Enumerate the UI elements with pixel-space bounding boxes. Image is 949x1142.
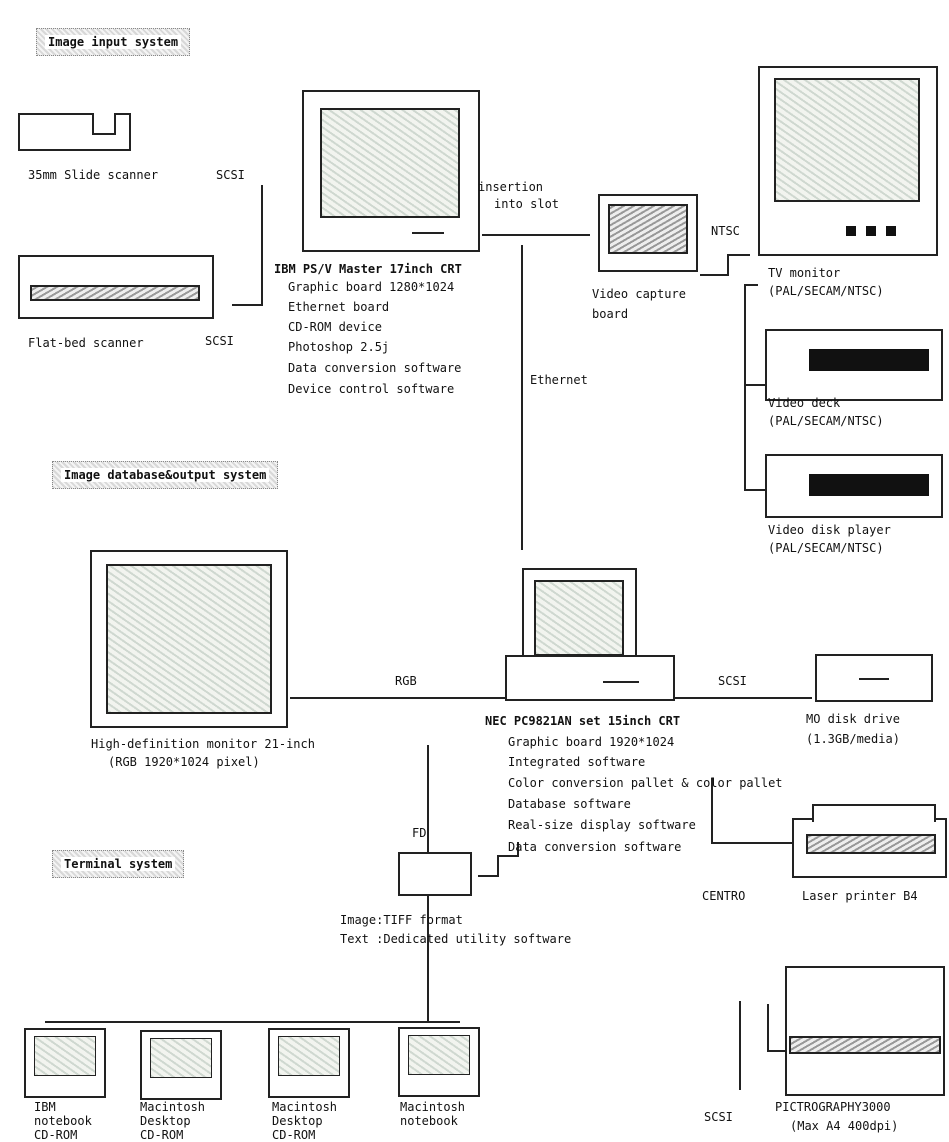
rgb-label: RGB <box>395 674 417 688</box>
fd-label: FD <box>412 826 427 840</box>
nec-pc-spec: Integrated software <box>508 755 646 769</box>
nec-pc-monitor-icon <box>522 568 637 670</box>
slide-scanner-icon <box>18 113 131 151</box>
slide-scanner-scsi-label: SCSI <box>216 168 245 182</box>
floppy-disk-icon <box>398 852 472 896</box>
video-disk-label-2: (PAL/SECAM/NTSC) <box>768 541 884 555</box>
ibm-pc-monitor-icon <box>302 90 480 252</box>
ibm-pc-title: IBM PS/V Master 17inch CRT <box>274 262 462 276</box>
video-deck-icon <box>765 329 943 401</box>
hd-monitor-label-2: (RGB 1920*1024 pixel) <box>108 755 260 769</box>
nec-pc-title: NEC PC9821AN set 15inch CRT <box>485 714 681 728</box>
pictro-scsi-line <box>767 1004 785 1052</box>
ibm-pc-spec: Data conversion software <box>288 361 462 375</box>
hd-monitor-label-1: High-definition monitor 21-inch <box>91 737 315 751</box>
ibm-pc-spec: CD-ROM device <box>288 320 382 334</box>
flatbed-scanner-label: Flat-bed scanner <box>28 336 144 350</box>
slide-scanner-label: 35mm Slide scanner <box>28 168 159 182</box>
video-disk-player-icon <box>765 454 943 518</box>
flatbed-scanner-icon <box>18 255 214 319</box>
ibm-pc-spec: Device control software <box>288 382 455 396</box>
insertion-label-1: insertion <box>478 180 544 194</box>
nec-pc-spec: Graphic board 1920*1024 <box>508 735 675 749</box>
video-disk-label-1: Video disk player <box>768 523 891 537</box>
pictrography-label-1: PICTROGRAPHY3000 <box>775 1100 891 1114</box>
ibm-notebook-icon <box>24 1028 106 1098</box>
tv-monitor-icon <box>758 66 938 256</box>
terminal-4-label: Macintosh notebook <box>400 1100 466 1128</box>
laser-printer-icon <box>792 804 947 878</box>
database-system-header: Image database&output system <box>52 461 279 489</box>
video-capture-label-1: Video capture <box>592 287 686 301</box>
format-text-label: Text :Dedicated utility software <box>340 932 572 946</box>
nec-pc-spec: Database software <box>508 797 631 811</box>
mo-disk-drive-icon <box>815 654 933 702</box>
mo-drive-label-2: (1.3GB/media) <box>806 732 900 746</box>
video-capture-board-icon <box>598 194 698 272</box>
pictrography-printer-icon <box>785 966 945 1096</box>
ntsc-line <box>700 254 750 276</box>
terminal-3-label: Macintosh Desktop CD-ROM <box>272 1100 338 1142</box>
video-capture-label-2: board <box>592 307 629 321</box>
hd-monitor-icon <box>90 550 288 728</box>
ntsc-label: NTSC <box>711 224 740 238</box>
mo-drive-label-1: MO disk drive <box>806 712 900 726</box>
nec-pc-base-icon <box>505 655 675 701</box>
ethernet-label: Ethernet <box>530 373 588 387</box>
video-deck-label-2: (PAL/SECAM/NTSC) <box>768 414 884 428</box>
centro-label: CENTRO <box>702 889 746 903</box>
centro-line <box>711 778 792 844</box>
pictro-scsi-label: SCSI <box>704 1110 733 1124</box>
tv-monitor-label-1: TV monitor <box>768 266 841 280</box>
terminal-1-label: IBM notebook CD-ROM <box>34 1100 92 1142</box>
tv-monitor-label-2: (PAL/SECAM/NTSC) <box>768 284 884 298</box>
macintosh-desktop-icon <box>268 1028 350 1098</box>
video-deck-label-1: Video deck <box>768 396 841 410</box>
fd-line <box>478 842 519 877</box>
ibm-pc-spec: Photoshop 2.5j <box>288 340 390 354</box>
insertion-label-2: into slot <box>494 197 560 211</box>
ibm-pc-spec: Ethernet board <box>288 300 390 314</box>
video-bus-line <box>744 284 765 491</box>
format-image-label: Image:TIFF format <box>340 913 463 927</box>
terminal-system-header: Terminal system <box>52 850 185 878</box>
terminal-2-label: Macintosh Desktop CD-ROM <box>140 1100 206 1142</box>
nec-pc-spec: Data conversion software <box>508 840 682 854</box>
ibm-pc-spec: Graphic board 1280*1024 <box>288 280 455 294</box>
mo-scsi-label: SCSI <box>718 674 747 688</box>
slide-scanner-scsi-line <box>232 185 263 306</box>
pictrography-label-2: (Max A4 400dpi) <box>790 1119 899 1133</box>
macintosh-notebook-icon <box>398 1027 480 1097</box>
laser-printer-label: Laser printer B4 <box>802 889 918 903</box>
nec-pc-spec: Color conversion pallet & color pallet <box>508 776 783 790</box>
macintosh-desktop-icon <box>140 1030 222 1100</box>
nec-pc-spec: Real-size display software <box>508 818 696 832</box>
input-system-header: Image input system <box>36 28 191 56</box>
flatbed-scanner-scsi-label: SCSI <box>205 334 234 348</box>
